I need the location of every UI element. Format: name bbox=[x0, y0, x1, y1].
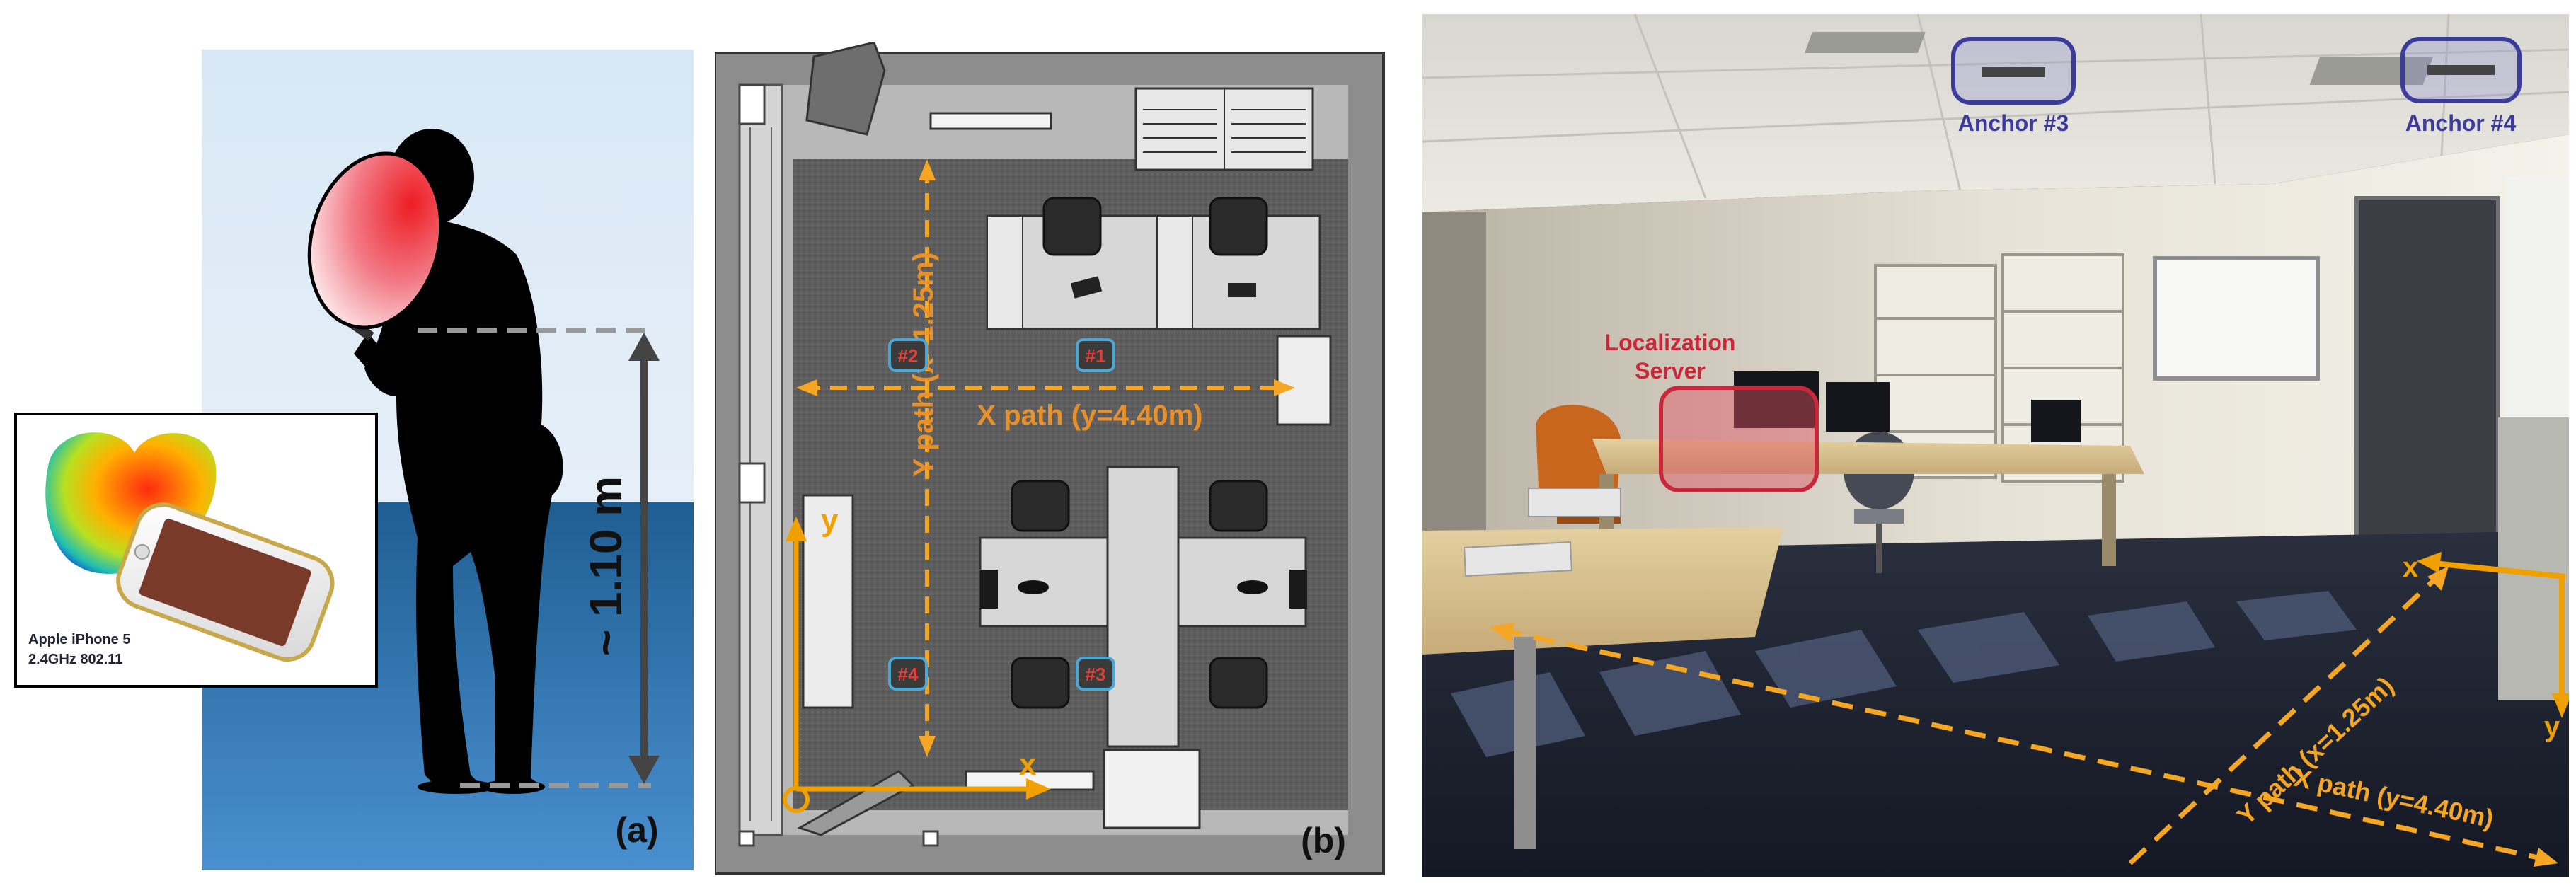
x-path-arrow-right-icon bbox=[2534, 848, 2558, 867]
printer-cabinet bbox=[1103, 749, 1201, 829]
svg-text:#2: #2 bbox=[898, 345, 919, 367]
svg-text:#4: #4 bbox=[898, 664, 919, 685]
anchor-4-box bbox=[2400, 37, 2522, 103]
desk-group-bottom bbox=[979, 466, 1307, 748]
door-top bbox=[805, 42, 886, 136]
anchor-4-label: Anchor #4 bbox=[2405, 110, 2517, 136]
x-axis-line bbox=[2427, 560, 2566, 579]
person-silhouette bbox=[364, 129, 563, 794]
whiteboard bbox=[2153, 256, 2320, 381]
panel-a-label: (a) bbox=[615, 810, 658, 850]
y-path-arrow-bottom-icon bbox=[919, 736, 936, 757]
panel-b-floor-plan: Y path (x=1.25m) X path (y=4.40m) y x #1… bbox=[715, 42, 1387, 877]
x-axis-arrow-icon bbox=[1026, 778, 1051, 800]
panel-b-illustration: Y path (x=1.25m) X path (y=4.40m) y x #1… bbox=[715, 42, 1385, 875]
axis-y-label: y bbox=[821, 503, 839, 538]
axis-x-label: x bbox=[1019, 747, 1037, 782]
radiation-pattern-lobe bbox=[307, 151, 443, 330]
panel-a-illustration: ~ 1.10 m (a) Apple iPhone 5 2.4GHz 802.1… bbox=[14, 50, 694, 870]
axis-x-label: x bbox=[2403, 552, 2418, 583]
anchor-3-box bbox=[1951, 37, 2076, 105]
device-name-label: Apple iPhone 5 bbox=[28, 632, 130, 647]
left-cabinet bbox=[802, 494, 854, 709]
back-desk bbox=[1592, 439, 2144, 474]
panel-c-illustration: Anchor #3 Anchor #4 Localization Server … bbox=[1422, 14, 2569, 877]
server-label-line1: Localization bbox=[1605, 330, 1736, 355]
y-path-line bbox=[2128, 571, 2444, 865]
height-arrow-up-icon bbox=[628, 333, 660, 361]
left-shelving bbox=[738, 83, 783, 836]
height-label: ~ 1.10 m bbox=[580, 476, 631, 656]
axis-y-label: y bbox=[2544, 711, 2560, 742]
svg-text:#3: #3 bbox=[1086, 664, 1106, 685]
x-axis-arrow-icon bbox=[2417, 552, 2442, 573]
y-path-arrow-top-icon bbox=[2427, 566, 2449, 591]
marker-4: #4 bbox=[888, 657, 928, 691]
doorway bbox=[2354, 196, 2500, 568]
desk-group-top bbox=[986, 197, 1321, 330]
ceiling-vent-2 bbox=[1804, 32, 1926, 53]
svg-text:#1: #1 bbox=[1086, 345, 1106, 367]
mid-column bbox=[738, 462, 766, 504]
y-axis-arrow-icon bbox=[786, 517, 807, 541]
marker-3: #3 bbox=[1076, 657, 1115, 691]
y-axis-arrow-icon bbox=[2552, 693, 2569, 718]
device-inset: Apple iPhone 5 2.4GHz 802.11 bbox=[14, 413, 378, 688]
panel-c-office-photo: Anchor #3 Anchor #4 Localization Server … bbox=[1422, 14, 2569, 877]
right-cabinet bbox=[2498, 417, 2569, 700]
x-path-arrow-left-icon bbox=[1490, 623, 1514, 642]
person-arm bbox=[354, 333, 425, 396]
server-label-line2: Server bbox=[1635, 358, 1706, 384]
front-desk bbox=[1422, 527, 1783, 655]
localization-server-box bbox=[1659, 386, 1819, 492]
left-wall-shelf bbox=[1422, 212, 1486, 552]
y-path-arrow-top-icon bbox=[919, 159, 936, 180]
marker-1: #1 bbox=[1076, 338, 1115, 372]
panel-a-user-setup: ~ 1.10 m (a) Apple iPhone 5 2.4GHz 802.1… bbox=[0, 0, 701, 888]
x-path-arrow-left-icon bbox=[796, 379, 817, 396]
iphone-icon bbox=[116, 502, 335, 662]
height-arrow-down-icon bbox=[628, 756, 660, 784]
radiator-top bbox=[929, 112, 1052, 130]
desk-leg bbox=[1514, 637, 1536, 849]
panel-b-label: (b) bbox=[1301, 821, 1346, 860]
marker-2: #2 bbox=[888, 338, 928, 372]
anchor-3-label: Anchor #3 bbox=[1958, 110, 2069, 136]
origin-icon bbox=[783, 786, 810, 813]
x-path-label: X path (y=4.40m) bbox=[977, 400, 1202, 431]
monitor-2 bbox=[1826, 382, 1890, 432]
x-path-arrow-right-icon bbox=[1274, 379, 1295, 396]
x-path-line bbox=[1500, 627, 2548, 863]
corner-column bbox=[738, 83, 766, 125]
monitor-3 bbox=[2031, 400, 2081, 442]
device-spec-label: 2.4GHz 802.11 bbox=[28, 652, 122, 667]
ceiling bbox=[1422, 14, 2569, 212]
monitor-1 bbox=[1734, 371, 1819, 428]
side-cabinet bbox=[1276, 335, 1332, 426]
